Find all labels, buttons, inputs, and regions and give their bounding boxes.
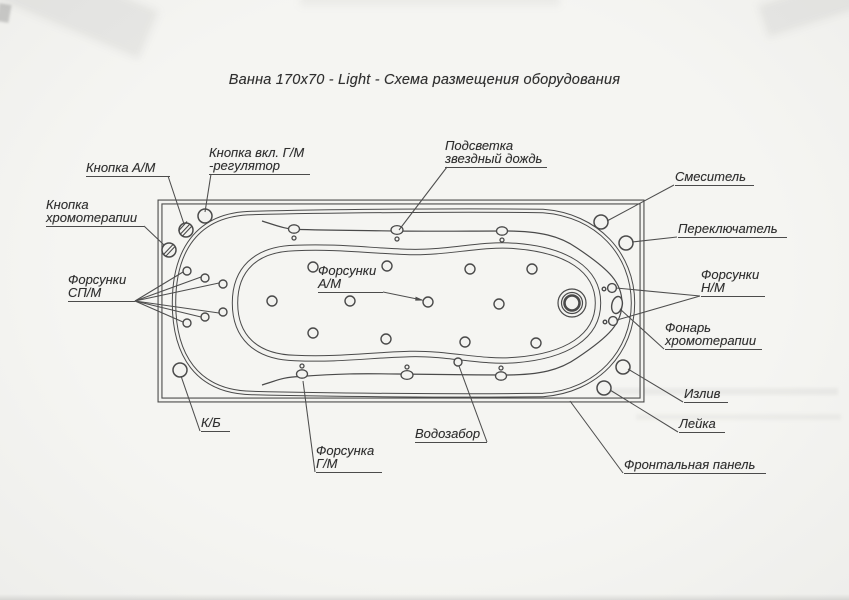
label-vodozabor: Водозабор (415, 427, 487, 443)
leika-hole (596, 380, 612, 396)
podsvetka-nozzle (495, 226, 509, 236)
label-frontalnaya-panel: Фронтальная панель (624, 458, 766, 474)
label-fonar-chromoterapii: Фонарь хромотерапии (665, 321, 762, 350)
jets-nm (601, 282, 619, 327)
chromo-light (610, 295, 624, 315)
label-kb: К/Б (201, 416, 230, 432)
gm-nozzle (494, 371, 508, 381)
rim-nozzles (287, 224, 509, 381)
button-chromo-hole (161, 242, 177, 258)
kb-hole (172, 362, 188, 378)
drain (557, 288, 587, 318)
label-forsunki-spm: Форсунки СП/М (68, 273, 135, 302)
label-leika: Лейка (679, 417, 725, 433)
label-knopka-am: Кнопка А/М (86, 161, 170, 177)
label-knopka-chromoterapii: Кнопка хромотерапии (46, 198, 144, 227)
leader-lines (134, 166, 701, 474)
label-forsunka-gm: Форсунка Г/М (316, 444, 382, 473)
izliv-hole (615, 359, 631, 375)
vodozabor-hole (453, 357, 463, 367)
pereklyuchatel-hole (618, 235, 634, 251)
label-forsunki-nm: Форсунки Н/М (701, 268, 765, 297)
gm-nozzle (295, 369, 309, 379)
basin-contour (231, 242, 602, 364)
rim-fittings (161, 208, 634, 396)
podsvetka-nozzle (287, 224, 301, 234)
button-am-hole (178, 222, 194, 238)
button-hatching (163, 221, 192, 257)
tub-frame (157, 199, 645, 403)
smesitel-hole (593, 214, 609, 230)
podsvetka-nozzle (390, 224, 404, 236)
label-pereklyuchatel: Переключатель (678, 222, 787, 238)
page-title: Ванна 170х70 - Light - Схема размещения … (228, 72, 621, 88)
gm-nozzle (400, 369, 414, 381)
label-knopka-gm-regulator: Кнопка вкл. Г/М -регулятор (209, 146, 310, 175)
jets-am (266, 260, 542, 349)
label-forsunki-am: Форсунки А/М (318, 264, 383, 293)
label-podsvetka: Подсветка звездный дождь (445, 139, 547, 168)
label-smesitel: Смеситель (675, 170, 754, 186)
tub-outer-contour (171, 208, 636, 398)
spm-leader-fan (134, 271, 220, 323)
label-izliv: Излив (684, 387, 728, 403)
jets-spm (182, 266, 228, 328)
